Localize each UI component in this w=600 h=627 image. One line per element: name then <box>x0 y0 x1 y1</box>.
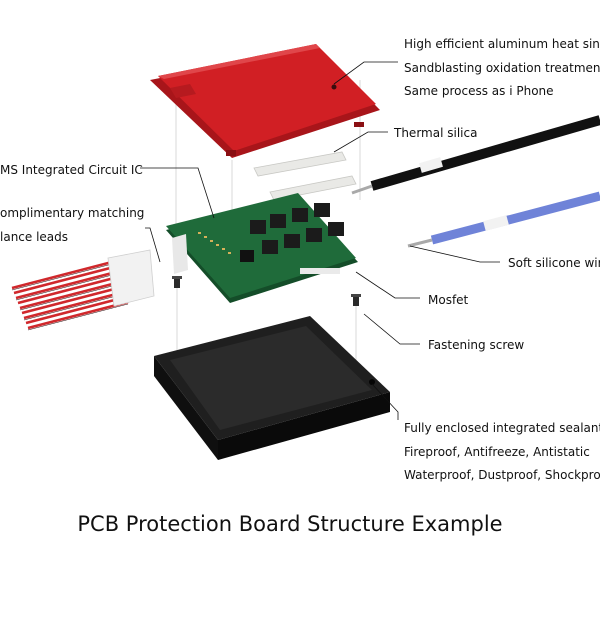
mosfet-label: Mosfet <box>428 293 469 307</box>
heat-sink-label-line2: Sandblasting oxidation treatment <box>404 61 600 75</box>
diagram-caption: PCB Protection Board Structure Example <box>77 512 503 536</box>
balance-leads <box>11 249 155 331</box>
heat-sink-plate <box>150 44 380 158</box>
heat-sink-label-line1: High efficient aluminum heat sink <box>404 37 600 51</box>
silicone-wire-label: Soft silicone wir <box>508 256 600 270</box>
black-wire <box>351 115 600 195</box>
enclosure-box <box>154 316 390 460</box>
thermal-silica-label: Thermal silica <box>394 126 478 140</box>
thermal-pads <box>253 151 357 201</box>
enclosure-label-line3: Waterproof, Dustproof, Shockproc <box>404 468 600 482</box>
balance-leads-label-line2: lance leads <box>0 230 69 244</box>
leader-lines <box>140 61 500 420</box>
blue-wire <box>407 191 600 248</box>
fastening-screw-label: Fastening screw <box>428 338 525 352</box>
pcb-board <box>166 193 358 303</box>
heat-sink-label-line3: Same process as i Phone <box>404 84 554 98</box>
enclosure-label-line1: Fully enclosed integrated sealant <box>404 421 600 435</box>
enclosure-label-line2: Fireproof, Antifreeze, Antistatic <box>404 445 590 459</box>
balance-leads-label-line1: omplimentary matching <box>0 206 145 220</box>
bms-ic-label: MS Integrated Circuit IC <box>0 163 143 177</box>
